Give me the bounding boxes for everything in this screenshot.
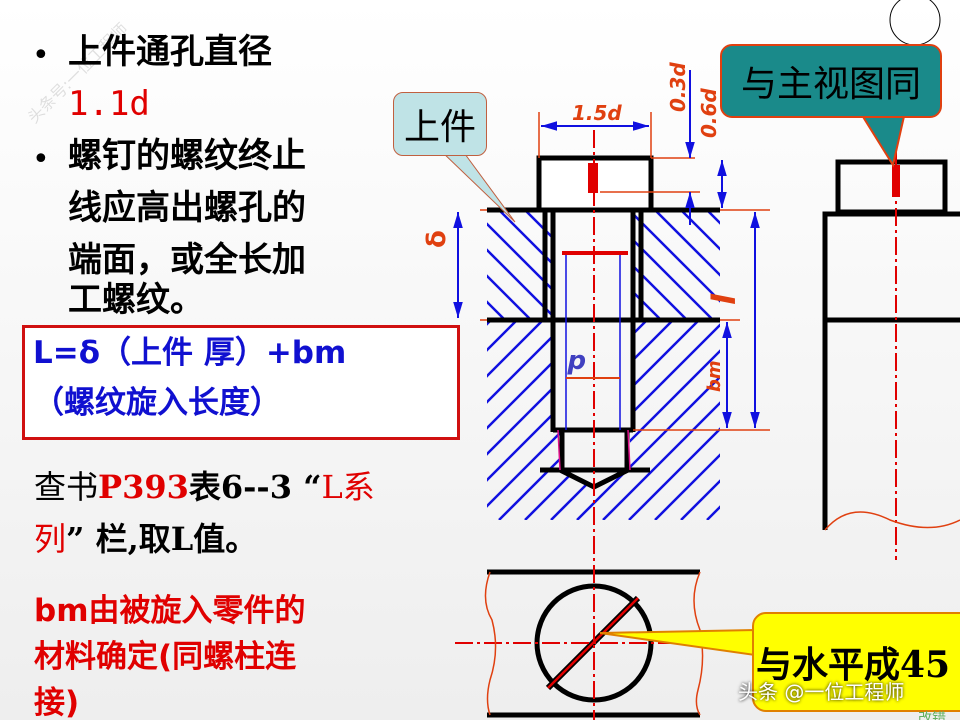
bullet-2-line: 线应高出螺孔的: [68, 188, 306, 228]
lookup-part: 表6--3 “: [188, 468, 322, 506]
corner-mark: [889, 0, 941, 46]
hatch-line: [213, 320, 413, 520]
hatch-line: [498, 319, 700, 520]
hatch-line: [239, 320, 439, 520]
hatch-line: [628, 210, 720, 321]
callout-45-degrees: 与水平成45: [752, 612, 960, 712]
callout-tail: [858, 111, 907, 168]
thread-lines: [565, 253, 621, 430]
hatch-line: [576, 319, 720, 520]
hatch-line: [291, 210, 401, 320]
hatch-line: [187, 210, 297, 320]
dim-d: d: [567, 348, 586, 378]
hatch-line: [654, 319, 720, 520]
lookup-text-2: 列” 栏,取L值。: [34, 514, 257, 560]
dim-0-6d: 0.6d: [697, 88, 721, 138]
dim-labels: 1.5d 0.3d 0.6d δ l bm d: [422, 62, 743, 392]
note-line: bm由被旋入零件的: [34, 593, 306, 629]
dim-0-3d: 0.3d: [666, 62, 690, 112]
hatch-line: [654, 210, 720, 321]
hatch-line: [369, 210, 479, 320]
hatch-line: [317, 210, 427, 320]
hatch-line: [487, 319, 518, 520]
hatch-line: [487, 319, 570, 520]
bullet-2-line: 螺钉的螺纹终止: [68, 136, 306, 176]
bullet-1-sub: 1.1d: [68, 84, 150, 124]
dim-1-5d: 1.5d: [572, 101, 622, 125]
hatch-line: [487, 210, 532, 321]
hatch-line: [265, 320, 465, 520]
dim-l: l: [705, 293, 743, 305]
hatch-line: [487, 210, 558, 321]
hatch-line: [785, 320, 960, 520]
dimension-lines: [453, 70, 760, 428]
bullet-2-line: 工螺纹。: [68, 280, 204, 320]
lookup-series: 列: [34, 520, 67, 558]
formula-line-1: L=δ（上件 厚）+bm: [33, 335, 347, 371]
hatch-line: [343, 210, 453, 320]
dim-bm: bm: [704, 360, 725, 392]
hatch-line: [487, 319, 544, 520]
hatch-line: [733, 320, 933, 520]
hatch-line: [759, 320, 959, 520]
hatch-line: [213, 210, 323, 320]
hatch-line: [239, 210, 349, 320]
note-line: 材料确定(同螺柱连: [34, 639, 297, 675]
hatch-line: [759, 210, 869, 320]
hatch-line: [706, 319, 720, 520]
hatch-line: [785, 210, 895, 320]
formula-box: L=δ（上件 厚）+bm （螺纹旋入长度）: [22, 325, 460, 440]
hatch-line: [550, 319, 720, 520]
lookup-text: 查书P393表6--3 “L系: [34, 462, 375, 508]
hatch-line: [487, 319, 596, 520]
hatch-line: [265, 210, 375, 320]
note-line: 接): [34, 685, 80, 720]
lookup-page: P393: [98, 468, 189, 506]
break-lines: [480, 112, 960, 716]
lookup-part: 查书: [34, 468, 99, 506]
lookup-part: ” 栏,取L值。: [66, 520, 258, 558]
bullet-dot: •: [32, 142, 50, 177]
hatch-line: [487, 319, 492, 520]
watermark-bottom: 头条 @一位工程师: [738, 680, 905, 704]
bullet-1-text: 上件通孔直径: [68, 32, 272, 72]
callout-same-as-front: 与主视图同: [720, 44, 942, 118]
hatch-line: [628, 319, 720, 520]
watermark-corner: 改错: [918, 711, 946, 720]
hatch-line: [187, 320, 387, 520]
callout-upper-part: 上件: [393, 92, 487, 156]
note: bm由被旋入零件的 材料确定(同螺柱连 接): [34, 588, 306, 720]
dim-delta: δ: [422, 230, 452, 248]
hatch-line: [602, 319, 720, 520]
formula-line-2: （螺纹旋入长度）: [33, 385, 281, 421]
lookup-series: L系: [321, 468, 375, 506]
hatch-line: [487, 319, 648, 520]
callout-tail: [438, 149, 516, 223]
hatch-line: [487, 319, 622, 520]
hatch-line: [680, 210, 720, 321]
hatch-line: [680, 319, 720, 520]
slot: [588, 163, 598, 193]
bullet-dot: •: [32, 38, 50, 73]
bullet-2-line: 端面，或全长加: [68, 240, 306, 280]
